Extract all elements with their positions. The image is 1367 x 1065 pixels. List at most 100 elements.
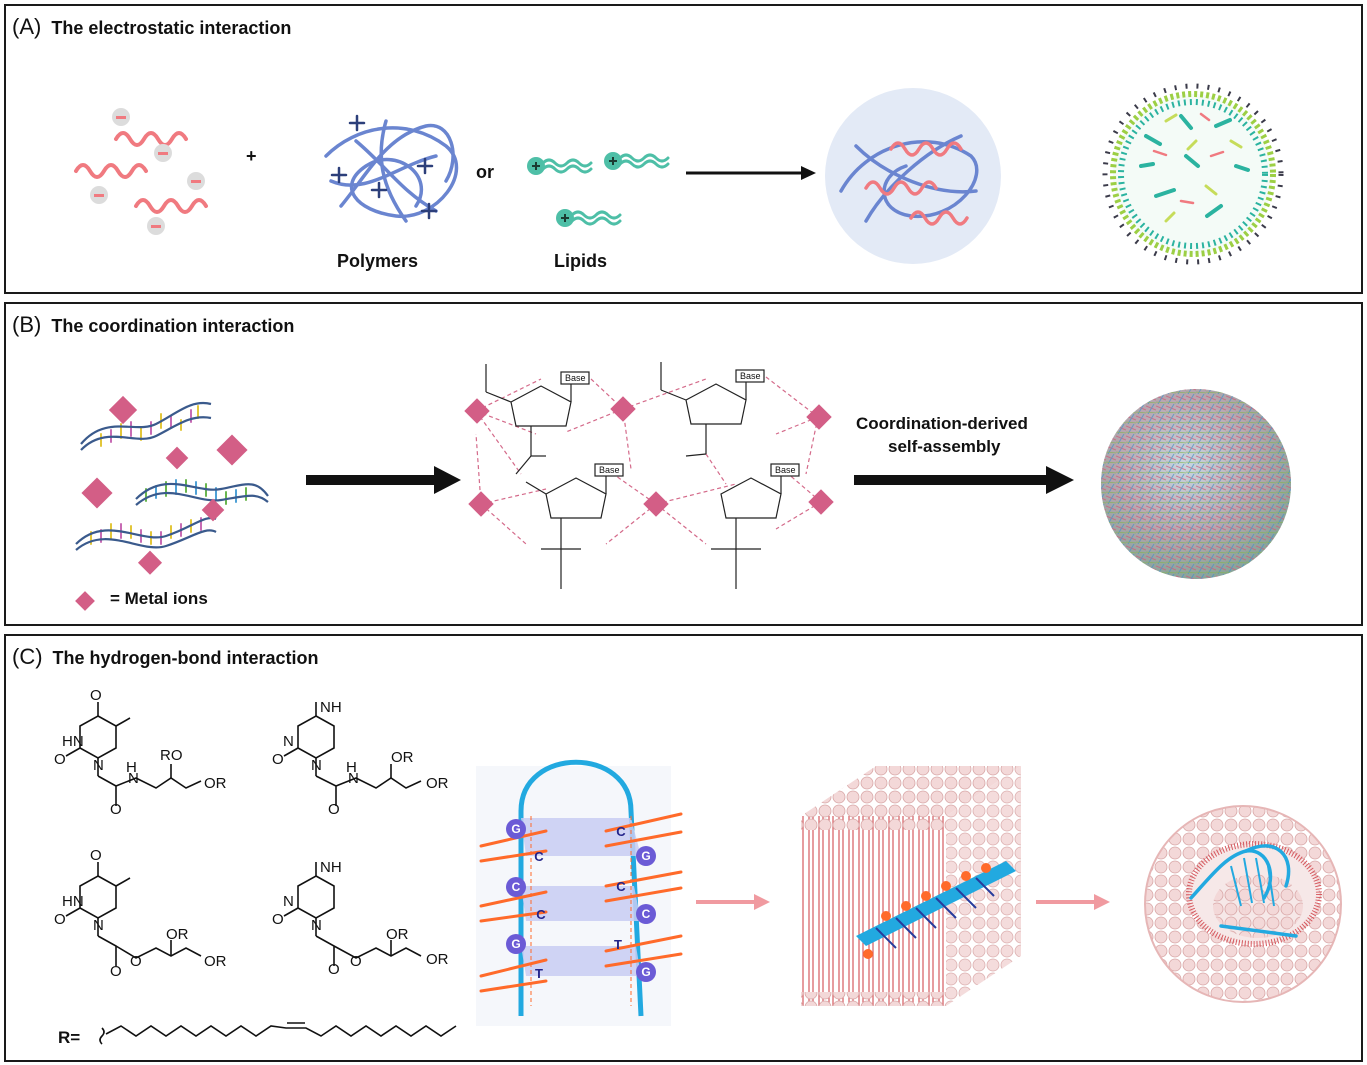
structure-cytosine-ester [283,862,422,966]
svg-text:O: O [328,801,340,818]
panel-c-title: The hydrogen-bond interaction [52,648,319,668]
svg-text:N: N [128,770,139,787]
svg-text:H: H [126,759,137,776]
panel-c-header: (C) The hydrogen-bond interaction [12,644,319,670]
panel-a: (A) The electrostatic interaction [4,4,1363,294]
coordination-label-line1: Coordination-derived [856,414,1028,433]
svg-text:O: O [110,963,122,980]
nucleotide-3 [525,463,624,589]
metal-ion-nodes [464,396,834,517]
svg-text:C: C [536,907,546,922]
panel-b-title: The coordination interaction [51,316,295,336]
pink-arrow-2 [1036,894,1110,910]
svg-text:G: G [641,965,650,979]
svg-text:N: N [283,893,294,910]
svg-text:H: H [346,759,357,776]
svg-text:OR: OR [386,926,409,943]
svg-text:OR: OR [166,926,189,943]
svg-text:RO: RO [160,747,183,764]
bilayer-block [801,766,1021,1006]
svg-text:NH: NH [320,699,342,716]
panel-a-header: (A) The electrostatic interaction [12,14,291,40]
svg-text:N: N [93,917,104,934]
svg-text:N: N [93,757,104,774]
svg-text:OR: OR [426,951,449,968]
panel-c: (C) The hydrogen-bond interaction [4,634,1363,1062]
polyplex-particle [825,88,1001,264]
structure-thymine-ester [65,862,202,966]
base-label-4: Base [775,465,796,475]
svg-text:G: G [641,849,650,863]
nucleotide-2 [660,362,765,457]
pink-arrow-1 [696,894,770,910]
panel-b: (B) The coordination interaction [4,302,1363,626]
polymers-label: Polymers [337,251,419,271]
svg-text:C: C [534,849,544,864]
svg-text:O: O [54,911,66,928]
nucleic-acid-strands [74,131,208,214]
plus-sign: + [246,146,257,166]
svg-text:C: C [642,907,651,921]
svg-text:OR: OR [204,775,227,792]
svg-text:O: O [90,847,102,864]
panel-a-title: The electrostatic interaction [51,18,292,38]
panel-b-header: (B) The coordination interaction [12,312,294,338]
svg-text:O: O [350,953,362,970]
svg-text:O: O [272,911,284,928]
svg-text:O: O [272,751,284,768]
svg-text:HN: HN [62,733,84,750]
cationic-lipids [527,152,670,227]
svg-text:OR: OR [426,775,449,792]
lipids-label: Lipids [554,251,607,271]
panel-c-letter: (C) [12,644,43,669]
vesicle-with-hairpin [1144,805,1342,1003]
hairpin-schematic: G C G G C G CC CC TT [476,759,683,1026]
negative-charge-markers [90,108,205,235]
or-label: or [476,162,494,182]
base-label-2: Base [740,371,761,381]
coordination-arrow-1 [306,466,461,494]
nucleolipid-structures [65,702,457,1045]
legend-metal-ion-icon [75,591,95,611]
panel-b-letter: (B) [12,312,42,337]
coordination-arrow-2 [854,466,1074,494]
oleyl-chain [99,1022,457,1045]
base-label-1: Base [565,373,586,383]
panel-a-letter: (A) [12,14,42,39]
svg-text:C: C [512,880,521,894]
svg-text:O: O [54,751,66,768]
svg-text:O: O [130,953,142,970]
coordination-label-line2: self-assembly [888,437,1001,456]
svg-text:T: T [614,937,622,952]
panel-b-artwork: Base Base Base Base [75,362,1291,611]
process-arrow [686,166,816,180]
metal-ions-legend: = Metal ions [110,589,208,608]
dna-strands [75,401,269,551]
svg-text:OR: OR [391,749,414,766]
r-group-label: R= [58,1028,81,1047]
svg-text:T: T [535,966,543,981]
svg-text:N: N [311,757,322,774]
svg-text:N: N [283,733,294,750]
svg-text:G: G [511,937,520,951]
svg-text:N: N [311,917,322,934]
svg-text:O: O [328,961,340,978]
panel-a-artwork [74,83,1284,265]
nucleotide-1 [485,364,590,475]
coordination-network: Base Base Base Base [464,362,834,589]
structure-thymine-amide [65,702,202,806]
svg-text:NH: NH [320,859,342,876]
svg-text:C: C [616,824,626,839]
self-assembled-sphere [1101,389,1291,579]
svg-text:G: G [511,822,520,836]
positive-charge-markers [330,114,438,220]
svg-text:O: O [110,801,122,818]
svg-text:OR: OR [204,953,227,970]
svg-text:HN: HN [62,893,84,910]
polymer-tangle [324,119,459,223]
lipid-nanoparticle [1102,83,1284,265]
svg-text:O: O [90,687,102,704]
nucleotide-4 [711,463,800,589]
svg-text:N: N [348,770,359,787]
